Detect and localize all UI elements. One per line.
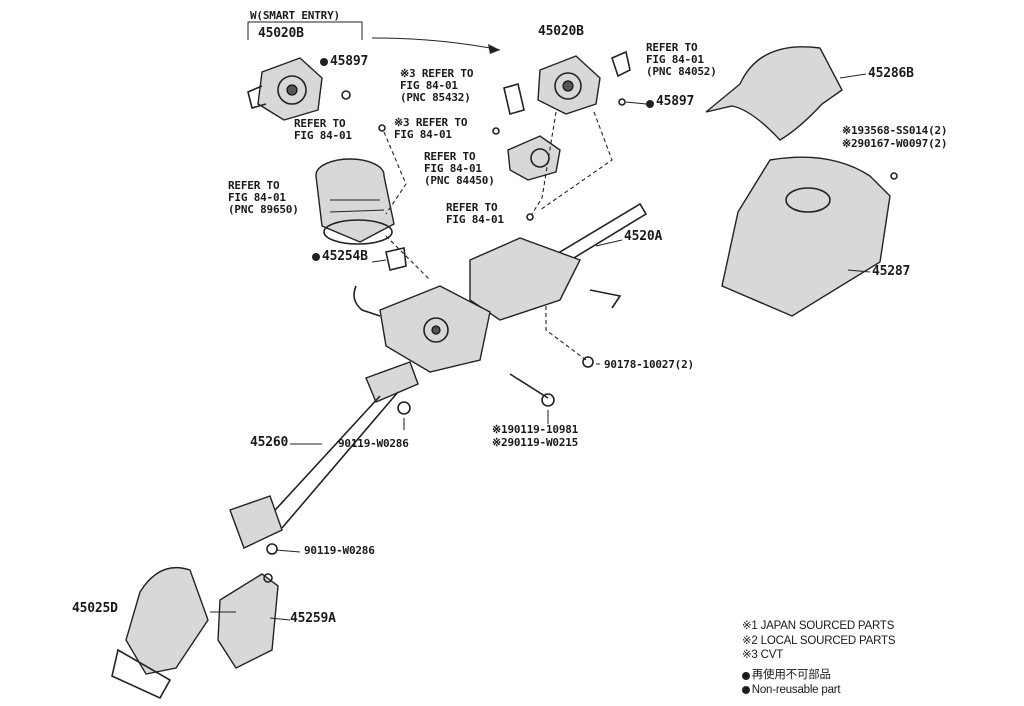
part-90178: 90178-10027(2) xyxy=(604,358,694,371)
legend-local-sourced: ※2 LOCAL SOURCED PARTS xyxy=(742,635,896,647)
legend-cvt: ※3 CVT xyxy=(742,649,784,661)
smart-entry-label: W(SMART ENTRY) xyxy=(250,9,340,22)
column-bolt xyxy=(509,373,555,407)
part-90119-w0215: ※290119-W0215 xyxy=(492,436,579,449)
spiral-cable xyxy=(315,158,395,245)
ref-pnc-84450: REFER TO FIG 84-01 (PNC 84450) xyxy=(424,150,495,187)
part-45025d: 45025D xyxy=(72,601,118,616)
part-4520a: 4520A xyxy=(624,229,663,244)
steering-column-main xyxy=(353,202,648,373)
part-45287: 45287 xyxy=(872,264,911,279)
steering-bracket xyxy=(217,573,279,669)
ignition-switch-left xyxy=(247,57,351,121)
part-90119-w0286-upper: 90119-W0286 xyxy=(338,437,409,450)
intermediate-shaft xyxy=(229,361,419,555)
part-45254b: 45254B xyxy=(322,249,368,264)
ref-pnc-89650: REFER TO FIG 84-01 (PNC 89650) xyxy=(228,179,299,216)
ref-fig-84-01-a: REFER TO FIG 84-01 xyxy=(294,117,352,142)
column-hole-cover xyxy=(111,566,209,700)
part-45897-left: 45897 xyxy=(330,54,369,69)
ref-pnc-84052: REFER TO FIG 84-01 (PNC 84052) xyxy=(646,41,717,78)
part-90119-w0286-lower: 90119-W0286 xyxy=(304,544,375,557)
harness-connector xyxy=(385,247,407,271)
legend-non-reusable-jp: ● 再使用不可部品 xyxy=(742,669,831,681)
part-45897-right: 45897 xyxy=(656,94,695,109)
legend-non-reusable-en: ● Non-reusable part xyxy=(742,684,841,696)
locator-lines xyxy=(383,111,613,361)
upper-column-cover xyxy=(705,46,843,141)
part-45260: 45260 xyxy=(250,435,289,450)
lower-column-cover xyxy=(721,156,898,317)
part-93568: ※193568-SS014(2) xyxy=(842,124,948,137)
part-90167: ※290167-W0097(2) xyxy=(842,137,948,150)
part-90119-10981: ※190119-10981 xyxy=(492,423,579,436)
leader-lines xyxy=(210,73,871,621)
legend-japan-sourced: ※1 JAPAN SOURCED PARTS xyxy=(742,620,895,632)
part-45020b-left: 45020B xyxy=(258,26,304,41)
ref-fig-84-01-c: REFER TO FIG 84-01 xyxy=(446,201,504,226)
part-45020b-right: 45020B xyxy=(538,24,584,39)
ref-fig-84-01-b: ※3 REFER TO FIG 84-01 xyxy=(394,116,468,141)
ignition-switch-right xyxy=(503,50,631,116)
non-reusable-markers xyxy=(312,58,750,694)
smart-entry-bracket xyxy=(247,21,501,54)
ref-pnc-85432: ※3 REFER TO FIG 84-01 (PNC 85432) xyxy=(400,67,474,104)
part-45286b: 45286B xyxy=(868,66,914,81)
part-45259a: 45259A xyxy=(290,611,336,626)
